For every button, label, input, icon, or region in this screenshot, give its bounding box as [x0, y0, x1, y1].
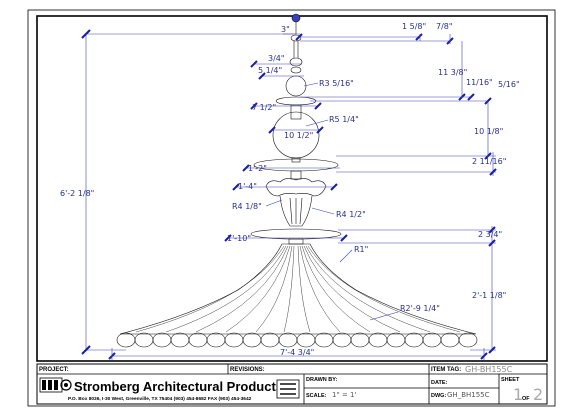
bead-2: [290, 66, 302, 74]
dim-1-4: 1'-4": [238, 182, 257, 191]
bell-flutes: [135, 245, 461, 333]
item-tag-label: ITEM TAG:: [431, 367, 461, 373]
drawn-by-label: DRAWN BY:: [306, 377, 338, 383]
dim-overall-height: 6'-2 1/8": [60, 189, 94, 198]
dim-r2-9-1-4: R2'-9 1/4": [400, 304, 440, 313]
base-bead-row: [116, 332, 478, 348]
sheet-outer-border: [27, 9, 556, 407]
date-label: DATE:: [431, 380, 448, 386]
revisions-label: REVISIONS:: [230, 367, 265, 373]
project-label: PROJECT:: [39, 367, 69, 373]
cup-flute-1: [289, 197, 293, 225]
sheet-number: 1: [513, 385, 523, 404]
item-tag-value: GH-BH155C: [465, 365, 513, 374]
sheet-label: SHEET: [501, 377, 520, 383]
dim-10-1-2: 10 1/2": [284, 131, 313, 140]
dwg-label: DWG:: [431, 393, 446, 399]
dim-2-1-1-8: 2'-1 1/8": [472, 291, 506, 300]
dimension-lines: [81, 29, 497, 360]
of-label: OF: [522, 396, 530, 402]
dim-3: 3": [281, 25, 290, 34]
lower-disc: [250, 228, 342, 240]
neck-3: [290, 170, 302, 180]
company-address: P.O. Box 8036, I-30 West, Greenville, TX…: [68, 396, 252, 402]
sheet-total: 2: [533, 385, 543, 404]
sheet-logo-icon: [276, 379, 300, 399]
top-ring: [291, 13, 301, 23]
finial-drawing: [116, 13, 478, 348]
dim-7-1-2: 7 1/2": [252, 103, 276, 112]
dim-r3-5-16: R3 5/16": [319, 79, 354, 88]
top-collar: [290, 34, 302, 42]
scale-value: 1" = 1': [332, 391, 356, 399]
neck-4: [288, 238, 304, 245]
dim-r4-1-2: R4 1/2": [336, 210, 366, 219]
company-name: Stromberg Architectural Products: [74, 379, 283, 394]
small-ball: [285, 75, 307, 97]
dim-7-8: 7/8": [436, 22, 453, 31]
dim-5-16: 5/16": [498, 80, 520, 89]
dim-5-1-4: 5 1/4": [258, 66, 282, 75]
dimension-labels: 3" 1 5/8" 7/8" 3/4" 5 1/4" R3 5/16" 11 3…: [60, 22, 520, 357]
dim-11-3-8: 11 3/8": [438, 68, 467, 77]
dim-11-16: 11/16": [466, 78, 493, 87]
dim-r5-1-4: R5 1/4": [329, 115, 359, 124]
scale-label: SCALE:: [306, 393, 327, 399]
cup-flute-3: [299, 197, 303, 225]
neck-2: [291, 157, 301, 163]
dim-10-1-8: 10 1/8": [474, 127, 503, 136]
dim-3-4: 3/4": [268, 54, 285, 63]
dim-2-3-4: 2 3/4": [478, 230, 502, 239]
sheet-inner-border: [36, 15, 548, 362]
title-block: PROJECT: REVISIONS: ITEM TAG: GH-BH155C …: [36, 363, 548, 405]
dim-base-width: 7'-4 3/4": [280, 348, 314, 357]
acanthus-cup: [265, 178, 327, 197]
dim-1-5-8: 1 5/8": [402, 22, 426, 31]
dim-r4-1-8: R4 1/8": [232, 202, 262, 211]
dwg-value: GH_BH155C: [447, 391, 490, 399]
dim-1-2: 1'-2": [248, 164, 267, 173]
dim-2-11-16: 2 11/16": [472, 157, 506, 166]
company-logo: [39, 377, 72, 393]
bead-1: [289, 57, 303, 67]
dim-r1: R1": [354, 245, 368, 254]
acanthus-lower: [279, 195, 313, 227]
neck-1: [290, 104, 302, 120]
dim-1-10: 1'-10": [227, 234, 251, 243]
